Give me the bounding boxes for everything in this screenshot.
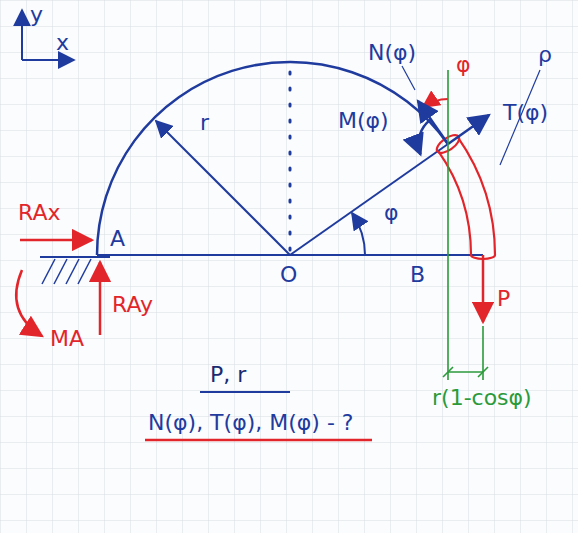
- radius-label: ρ: [538, 42, 552, 68]
- arch: [97, 62, 448, 255]
- point-label: B: [410, 262, 425, 288]
- reaction-label: RAx: [18, 200, 60, 226]
- axes: [22, 10, 74, 60]
- point-label: A: [110, 226, 125, 252]
- angle-label: φ: [384, 200, 399, 226]
- point-label: O: [280, 262, 297, 288]
- load-label: P: [497, 286, 510, 312]
- moment-label: M(φ): [338, 108, 389, 134]
- cut-part: [434, 132, 495, 259]
- given-label: P, r: [210, 362, 246, 388]
- force-label: T(φ): [503, 100, 548, 126]
- force-label: N(φ): [368, 40, 416, 66]
- reaction-label: RAy: [112, 292, 153, 318]
- reaction-label: MA: [50, 326, 84, 352]
- reactions: [16, 99, 483, 336]
- geometry-lines: [97, 70, 483, 255]
- underline: [145, 439, 372, 442]
- axis-label: y: [30, 2, 43, 28]
- dimension-label: r(1-cosφ): [432, 385, 532, 411]
- underline: [200, 391, 290, 393]
- dimension: [443, 70, 488, 380]
- unknowns-label: N(φ), T(φ), M(φ) - ?: [148, 410, 354, 436]
- axis-label: x: [56, 30, 69, 56]
- radius-label: r: [200, 110, 209, 136]
- angle-label: φ: [456, 52, 471, 78]
